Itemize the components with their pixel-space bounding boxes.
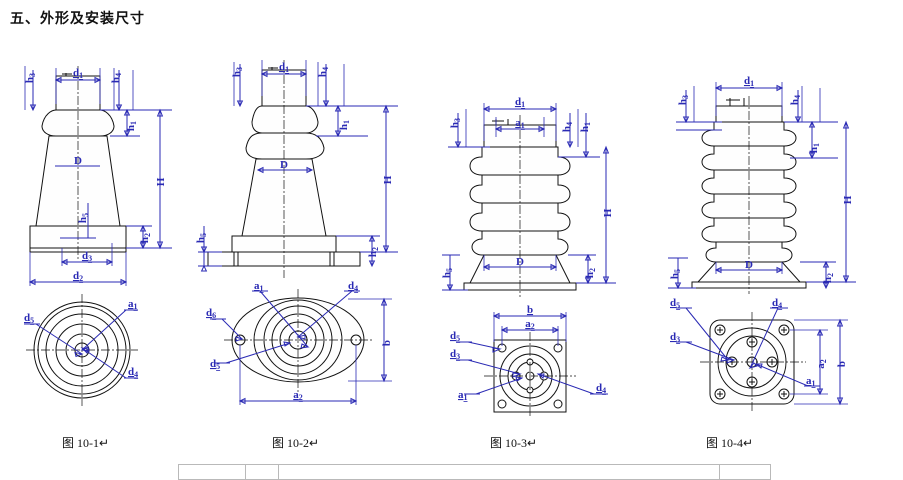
fig4-elevation-outline bbox=[691, 96, 807, 294]
label-d5: d5 bbox=[210, 358, 220, 371]
fig4-dimension-lines bbox=[668, 82, 856, 290]
label-h2: h2 bbox=[139, 233, 152, 243]
label-d1: d1 bbox=[73, 67, 83, 80]
fig1-elevation-outline bbox=[29, 66, 127, 260]
label-D: D bbox=[74, 155, 82, 167]
label-d4: d4 bbox=[348, 280, 358, 293]
figure-10-2-caption: 图 10-2↵ bbox=[272, 436, 320, 450]
figure-10-1-caption: 图 10-1↵ bbox=[62, 436, 110, 450]
figure-10-3-caption: 图 10-3↵ bbox=[490, 436, 538, 450]
label-H: H bbox=[842, 195, 854, 204]
label-d3: d3 bbox=[450, 348, 460, 361]
label-H: H bbox=[602, 208, 614, 217]
fig4-dimension-labels: h3 d1 h4 h1 H D h2 h5 bbox=[669, 75, 854, 283]
fig2-dimension-labels: h3 d1 h4 h1 D H h5 h2 bbox=[195, 61, 394, 257]
fig1-dimension-lines bbox=[24, 66, 172, 286]
label-h4: h4 bbox=[789, 95, 802, 105]
fig2-dimension-lines bbox=[198, 60, 398, 272]
label-d4: d4 bbox=[128, 366, 138, 379]
label-d1: d1 bbox=[515, 96, 525, 109]
label-h4: h4 bbox=[317, 67, 330, 77]
label-d4: d4 bbox=[772, 297, 782, 310]
label-a1: a1 bbox=[458, 389, 468, 402]
figure-10-2-plan: a1 d4 d6 d5 b a2 bbox=[198, 280, 403, 413]
fig2-plan-dimensions bbox=[210, 290, 392, 405]
label-h3: h3 bbox=[231, 67, 244, 77]
label-d1: d1 bbox=[279, 61, 289, 74]
label-h1: h1 bbox=[808, 143, 821, 153]
fig2-plan-outline bbox=[224, 289, 372, 393]
fig3-plan-outline bbox=[484, 332, 576, 416]
fig4-plan-dimensions bbox=[676, 307, 848, 406]
label-d2: d2 bbox=[73, 270, 83, 283]
label-h3: h3 bbox=[677, 95, 690, 105]
figure-10-1: h3 d1 h4 h1 D H h5 h2 d3 d2 bbox=[0, 48, 200, 298]
figure-10-4-plan: d5 d4 d3 a2 a1 b bbox=[660, 297, 860, 416]
label-D: D bbox=[516, 256, 524, 268]
label-h3: h3 bbox=[24, 73, 37, 83]
fig3-dimension-lines bbox=[442, 103, 616, 292]
fig1-dimension-labels: h3 d1 h4 h1 D H h5 h2 d3 d2 bbox=[24, 67, 167, 283]
label-d1: d1 bbox=[744, 75, 754, 88]
label-h5: h5 bbox=[669, 269, 682, 279]
figure-10-3-plan: b a2 d5 d3 a1 d4 bbox=[440, 302, 620, 417]
table-cell-partial-3 bbox=[278, 464, 720, 480]
label-H: H bbox=[382, 175, 394, 184]
fig2-plan-labels: a1 d4 d6 d5 b a2 bbox=[206, 280, 393, 402]
label-h5: h5 bbox=[195, 233, 208, 243]
label-b: b bbox=[381, 340, 393, 346]
label-b: b bbox=[836, 361, 848, 367]
figure-10-4: h3 d1 h4 h1 H D h2 h5 bbox=[660, 60, 885, 295]
label-a1: a1 bbox=[128, 298, 138, 311]
fig3-plan-labels: b a2 d5 d3 a1 d4 bbox=[450, 304, 606, 402]
label-h4: h4 bbox=[561, 122, 574, 132]
figure-10-2: h3 d1 h4 h1 D H h5 h2 bbox=[195, 30, 411, 285]
label-h3: h3 bbox=[449, 118, 462, 128]
label-D: D bbox=[280, 159, 288, 171]
page-title: 五、外形及安装尺寸 bbox=[10, 10, 145, 26]
label-a2: a2 bbox=[293, 389, 303, 402]
label-h5: h5 bbox=[441, 268, 454, 278]
label-h4: h4 bbox=[110, 73, 123, 83]
fig3-elevation-outline bbox=[463, 115, 577, 297]
figure-10-4-caption: 图 10-4↵ bbox=[706, 436, 754, 450]
table-cell-partial-2 bbox=[245, 464, 279, 480]
label-h5: h5 bbox=[77, 213, 90, 223]
table-cell-partial-1 bbox=[178, 464, 246, 480]
label-a1: a1 bbox=[254, 280, 264, 293]
label-D: D bbox=[745, 259, 753, 271]
fig3-dimension-labels: d1 a1 h3 h4 h1 H D h2 h5 bbox=[441, 96, 614, 278]
label-a1: a1 bbox=[806, 375, 816, 388]
label-d5: d5 bbox=[670, 297, 680, 310]
label-a1: a1 bbox=[515, 117, 525, 130]
label-H: H bbox=[155, 177, 167, 186]
table-cell-partial-4 bbox=[719, 464, 771, 480]
fig1-plan-leaders bbox=[24, 309, 138, 379]
label-h2: h2 bbox=[584, 268, 597, 278]
figure-10-1-plan: d5 a1 d4 bbox=[2, 292, 177, 412]
label-b: b bbox=[527, 304, 533, 316]
label-d4: d4 bbox=[596, 382, 606, 395]
fig3-plan-dimensions bbox=[456, 312, 608, 395]
label-h1: h1 bbox=[579, 122, 592, 132]
fig4-plan-outline bbox=[700, 312, 806, 412]
label-a2: a2 bbox=[525, 318, 535, 331]
fig1-plan-labels: d5 a1 d4 bbox=[24, 298, 138, 379]
fig2-elevation-outline bbox=[207, 60, 361, 278]
fig4-plan-labels: d5 d4 d3 a2 a1 b bbox=[670, 297, 848, 388]
label-d3: d3 bbox=[82, 250, 92, 263]
label-h1: h1 bbox=[338, 120, 351, 130]
label-d5: d5 bbox=[24, 312, 34, 325]
label-h2: h2 bbox=[822, 273, 835, 283]
label-d3: d3 bbox=[670, 331, 680, 344]
figure-10-3: d1 a1 h3 h4 h1 H D h2 h5 bbox=[438, 85, 623, 300]
label-h1: h1 bbox=[125, 121, 138, 131]
label-h2: h2 bbox=[367, 247, 380, 257]
label-a2: a2 bbox=[815, 359, 828, 369]
label-d5: d5 bbox=[450, 330, 460, 343]
label-d6: d6 bbox=[206, 307, 216, 320]
